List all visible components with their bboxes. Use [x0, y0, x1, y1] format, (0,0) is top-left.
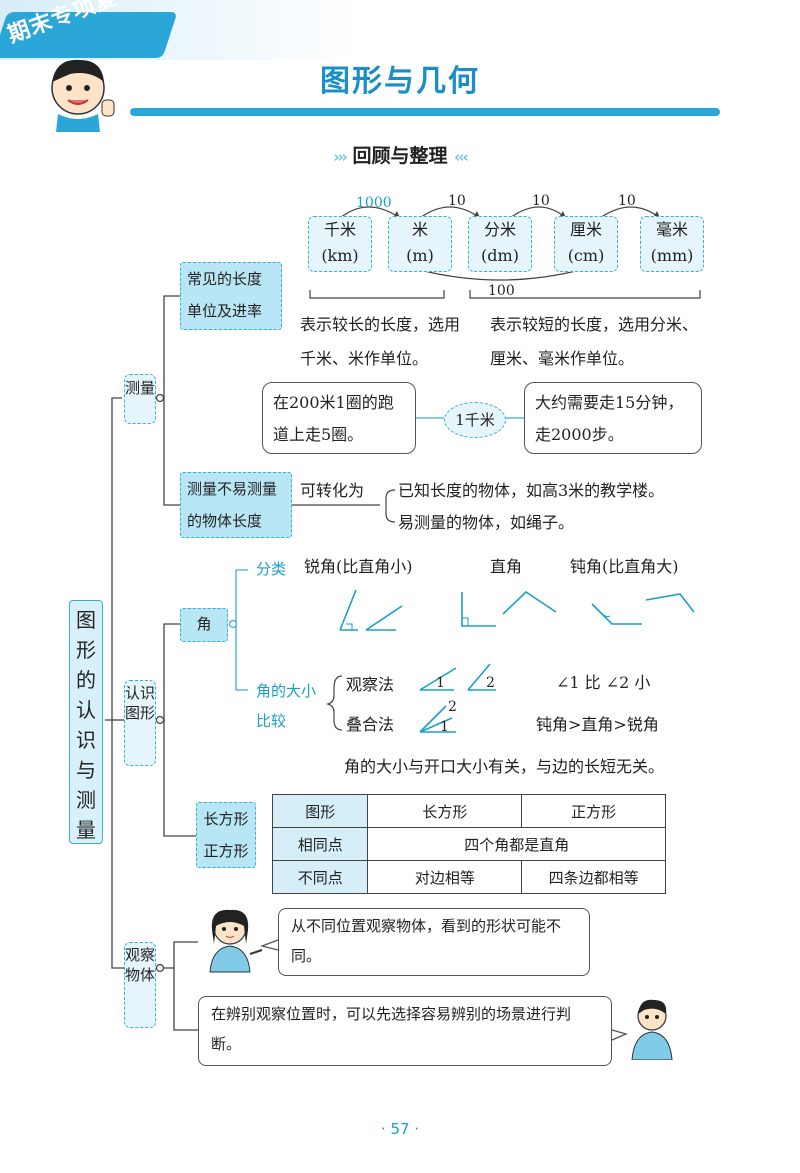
unit-name: 厘米 [569, 220, 602, 239]
branch-measure: 测量 [124, 374, 156, 424]
note-short-units: 表示较短的长度，选用分米、厘米、毫米作单位。 [490, 315, 699, 368]
compare-label-1: 角的大小 [256, 682, 317, 700]
observe-angle-2: 2 [486, 675, 495, 691]
method-overlap: 叠合法 [346, 715, 395, 734]
unit-symbol: (cm) [567, 246, 605, 265]
branch-observe: 观察物体 [124, 942, 156, 1028]
unit-name: 米 [411, 220, 428, 239]
unit-symbol: (dm) [481, 246, 519, 265]
convert-option-1: 已知长度的物体，如高3米的教学楼。 [398, 481, 665, 500]
unit-name: 千米 [323, 220, 356, 239]
table-cell: 对边相等 [367, 860, 523, 894]
overlap-angle-1: 1 [440, 719, 449, 735]
rate-dm-cm: 10 [532, 193, 550, 209]
unit-box-dm: 分米 (dm) [468, 216, 532, 272]
unit-name: 毫米 [655, 220, 688, 239]
convert-option-2: 易测量的物体，如绳子。 [398, 513, 575, 532]
category-length-units: 常见的长度单位及进率 [180, 262, 282, 330]
boy-mascot-icon [51, 59, 115, 132]
note-long-units: 表示较长的长度，选用千米、米作单位。 [300, 315, 461, 368]
right-arrows-icon: ‹‹‹ [454, 148, 468, 166]
unit-box-km: 千米 (km) [308, 216, 372, 272]
km-example-center: 1千米 [444, 402, 506, 438]
table-row: 相同点 四个角都是直角 [271, 827, 666, 861]
boy-character-icon [631, 999, 673, 1060]
rate-m-dm: 10 [448, 193, 466, 209]
category-rect-square: 长方形正方形 [196, 802, 256, 868]
table-header: 正方形 [521, 794, 666, 828]
table-cell: 四条边都相等 [521, 860, 666, 894]
speech-bubble-2: 在辨别观察位置时，可以先选择容易辨别的场景进行判断。 [198, 996, 612, 1066]
unit-box-m: 米 (m) [388, 216, 452, 272]
speech-bubble-1: 从不同位置观察物体，看到的形状可能不同。 [278, 908, 590, 976]
unit-name: 分米 [483, 220, 516, 239]
branch-recognize: 认识图形 [124, 680, 156, 766]
unit-symbol: (km) [321, 246, 359, 265]
unit-symbol: (m) [406, 246, 434, 265]
unit-symbol: (mm) [650, 246, 694, 265]
angle-conclusion: 角的大小与开口大小有关，与边的长短无关。 [344, 757, 665, 776]
km-example-left: 在200米1圈的跑道上走5圈。 [262, 382, 416, 454]
overlap-angle-2: 2 [448, 699, 457, 715]
rate-m-cm: 100 [488, 283, 515, 299]
girl-character-icon [209, 909, 263, 973]
header-bar [130, 108, 720, 116]
compare-table: 图形 长方形 正方形 相同点 四个角都是直角 不同点 对边相等 四条边都相等 [271, 794, 666, 894]
obtuse-label: 钝角(比直角大) [570, 557, 679, 576]
left-arrows-icon: ››› [333, 148, 347, 166]
convert-label: 可转化为 [300, 481, 365, 500]
rate-cm-mm: 10 [618, 193, 636, 209]
compare-result: ∠1 比 ∠2 小 [556, 673, 651, 692]
section-subtitle: ››› 回顾与整理 ‹‹‹ [0, 141, 800, 168]
acute-label: 锐角(比直角小) [304, 557, 413, 576]
table-cell: 相同点 [271, 827, 369, 861]
page-number: · 57 · [380, 1120, 420, 1138]
compare-label-2: 比较 [256, 712, 287, 730]
table-row: 图形 长方形 正方形 [271, 794, 666, 828]
angle-order: 钝角>直角>锐角 [536, 715, 659, 734]
unit-box-cm: 厘米 (cm) [554, 216, 618, 272]
main-topic-box: 图形的认识与测量 [69, 600, 103, 844]
table-cell: 不同点 [271, 860, 369, 894]
classify-label: 分类 [256, 560, 287, 578]
rate-km-m: 1000 [356, 195, 392, 211]
km-example-right: 大约需要走15分钟，走2000步。 [524, 382, 702, 454]
observe-angle-1: 1 [436, 675, 445, 691]
method-observe: 观察法 [346, 675, 395, 694]
page-title: 图形与几何 [320, 64, 480, 99]
table-header: 长方形 [367, 794, 523, 828]
right-angle-label: 直角 [490, 557, 523, 576]
table-row: 不同点 对边相等 四条边都相等 [271, 860, 666, 894]
unit-box-mm: 毫米 (mm) [640, 216, 704, 272]
table-header: 图形 [271, 794, 369, 828]
table-cell: 四个角都是直角 [367, 827, 666, 861]
subtitle-text: 回顾与整理 [352, 145, 448, 167]
category-hard-measure: 测量不易测量的物体长度 [180, 472, 292, 538]
category-angle: 角 [180, 608, 228, 642]
